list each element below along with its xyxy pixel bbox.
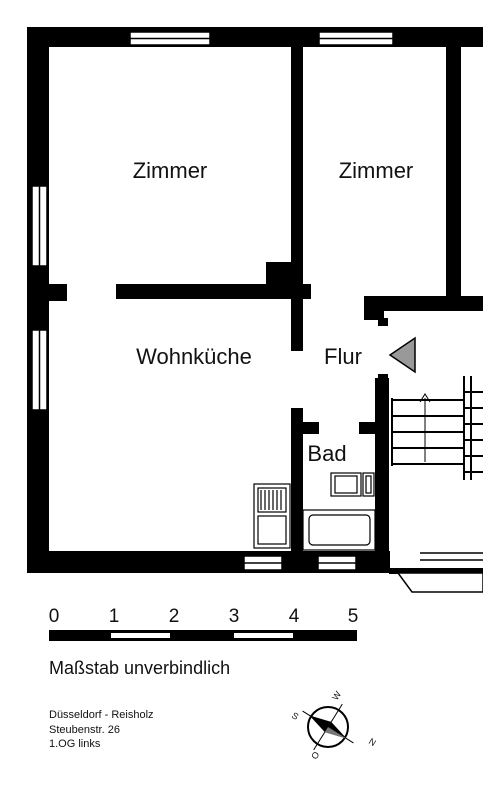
wall-bad-top-right <box>359 422 377 434</box>
room-label-zimmer-right: Zimmer <box>339 158 414 183</box>
sink <box>330 472 362 497</box>
wall-stub-right-2 <box>378 318 388 326</box>
room-label-wohnkueche: Wohnküche <box>136 344 252 369</box>
staircase <box>391 376 483 480</box>
room-label-bad: Bad <box>307 441 346 466</box>
scale-tick-5: 5 <box>348 606 359 627</box>
scale-note: Maßstab unverbindlich <box>49 658 230 678</box>
scale-tick-1: 1 <box>109 606 120 627</box>
address-line-3: 1.OG links <box>49 738 101 750</box>
room-label-zimmer-left: Zimmer <box>133 158 208 183</box>
wall-bad-right <box>375 378 389 573</box>
wall-horizontal-left <box>27 284 67 299</box>
outer-wall-top <box>27 27 483 47</box>
wall-stub-right <box>364 296 384 320</box>
bad-fixtures <box>302 472 376 551</box>
compass-o: O <box>309 750 321 761</box>
room-label-flur: Flur <box>324 344 362 369</box>
compass-s: S <box>290 710 300 722</box>
stair-landing <box>396 552 483 593</box>
wall-bad-top-left <box>291 422 319 434</box>
wall-stair-bottom <box>389 568 483 574</box>
compass-n: N <box>367 736 378 748</box>
wall-zimmer-right <box>446 47 461 297</box>
scale-tick-0: 0 <box>49 606 60 627</box>
compass-icon: W N O S <box>290 689 378 761</box>
toilet-tank <box>362 472 375 497</box>
wall-bad-left <box>291 408 303 573</box>
address-line-2: Steubenstr. 26 <box>49 724 120 736</box>
wall-horizontal-mid <box>116 284 311 299</box>
wall-zimmer-divider <box>291 47 303 297</box>
wall-corner-block <box>266 262 303 299</box>
wall-horizontal-right <box>364 296 483 311</box>
walls <box>27 27 483 574</box>
address-line-1: Düsseldorf - Reisholz <box>49 709 154 721</box>
compass-w: W <box>330 689 343 702</box>
windows <box>31 31 394 571</box>
wall-flur-right-stub <box>378 374 388 382</box>
scale-tick-2: 2 <box>169 606 180 627</box>
entrance-arrow-icon <box>388 336 416 374</box>
scale-bar: 0 1 2 3 4 5 <box>49 606 359 641</box>
scale-tick-3: 3 <box>229 606 240 627</box>
kitchen-stove <box>253 483 291 549</box>
scale-tick-4: 4 <box>289 606 300 627</box>
bathtub <box>302 509 376 551</box>
wall-flur-jamb-upper <box>291 297 303 351</box>
